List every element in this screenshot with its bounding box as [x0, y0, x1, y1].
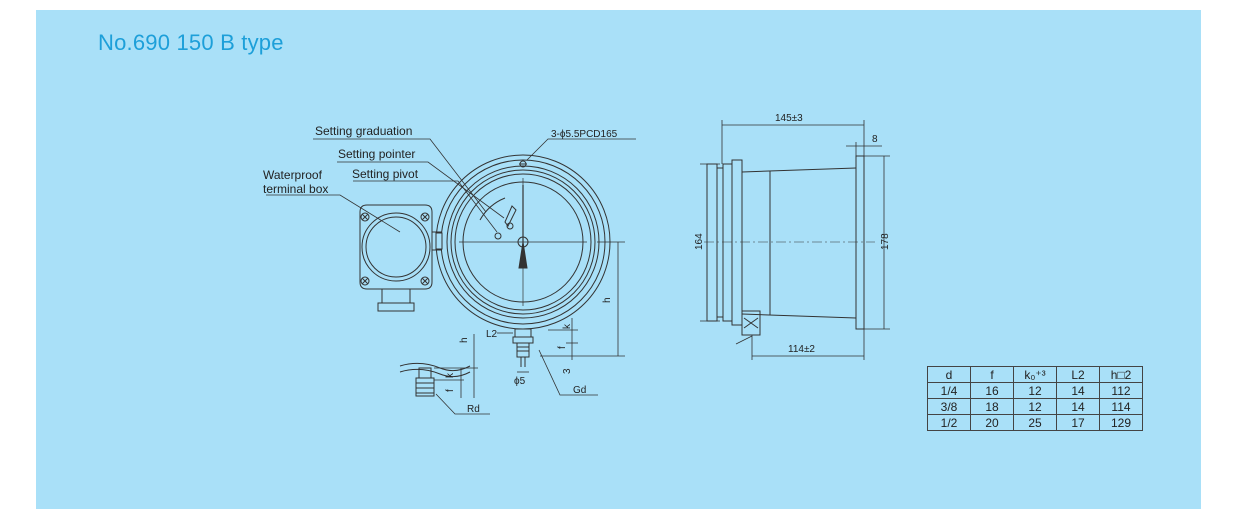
table-cell: 112 [1099, 382, 1143, 399]
label-setting-pivot: Setting pivot [352, 167, 419, 181]
table-cell: 3/8 [927, 398, 971, 415]
table-header-cell: L2 [1056, 366, 1100, 383]
label-dim-145: 145±3 [775, 113, 803, 124]
spec-table: d f k₀⁺³ L2 h□2 1/4 16 12 14 112 3/8 18 … [927, 366, 1143, 431]
table-cell: 129 [1099, 414, 1143, 431]
label-setting-graduation: Setting graduation [315, 124, 412, 138]
label-dim-f: f [557, 346, 568, 349]
table-cell: 17 [1056, 414, 1100, 431]
label-dim-phi5: ϕ5 [514, 376, 526, 387]
label-mount-holes: 3-ϕ5.5PCD165 [551, 129, 618, 140]
label-dim-Gd: Gd [573, 385, 586, 396]
label-dim-L2: L2 [486, 329, 498, 340]
table-header-cell: d [927, 366, 971, 383]
leader-lines [266, 138, 636, 415]
label-dim-h-pipe: h [459, 337, 470, 343]
page-title: No.690 150 B type [98, 30, 284, 55]
label-dim-Rd: Rd [467, 404, 480, 415]
label-dim-164: 164 [694, 233, 705, 250]
table-cell: 1/2 [927, 414, 971, 431]
table-header-cell: f [970, 366, 1014, 383]
table-row: 3/8 18 12 14 114 [927, 398, 1143, 415]
label-dim-k: k [562, 323, 573, 329]
side-dimension-lines [700, 120, 890, 360]
table-header-cell: h□2 [1099, 366, 1143, 383]
table-cell: 25 [1013, 414, 1057, 431]
table-cell: 16 [970, 382, 1014, 399]
table-cell: 12 [1013, 398, 1057, 415]
table-header-cell: k₀⁺³ [1013, 366, 1057, 383]
label-dim-3: 3 [562, 368, 573, 374]
label-dim-k-pipe: k [445, 372, 456, 378]
gauge-side-view [704, 155, 875, 336]
label-waterproof: Waterproof [263, 168, 323, 182]
table-cell: 14 [1056, 382, 1100, 399]
table-row: 1/4 16 12 14 112 [927, 382, 1143, 399]
table-row: 1/2 20 25 17 129 [927, 414, 1143, 431]
label-dim-178: 178 [880, 233, 891, 250]
label-terminal-box: terminal box [263, 182, 328, 196]
terminal-box [359, 204, 443, 312]
label-dim-f-pipe: f [445, 389, 456, 392]
table-cell: 18 [970, 398, 1014, 415]
table-cell: 14 [1056, 398, 1100, 415]
label-setting-pointer: Setting pointer [338, 147, 415, 161]
label-dim-h: h [602, 297, 613, 303]
gauge-front-view [435, 154, 611, 367]
table-cell: 114 [1099, 398, 1143, 415]
front-dimension-lines [434, 241, 625, 398]
table-cell: 12 [1013, 382, 1057, 399]
label-dim-8: 8 [872, 134, 878, 145]
table-cell: 1/4 [927, 382, 971, 399]
table-header-row: d f k₀⁺³ L2 h□2 [927, 366, 1143, 383]
table-cell: 20 [970, 414, 1014, 431]
label-dim-114: 114±2 [788, 344, 815, 355]
